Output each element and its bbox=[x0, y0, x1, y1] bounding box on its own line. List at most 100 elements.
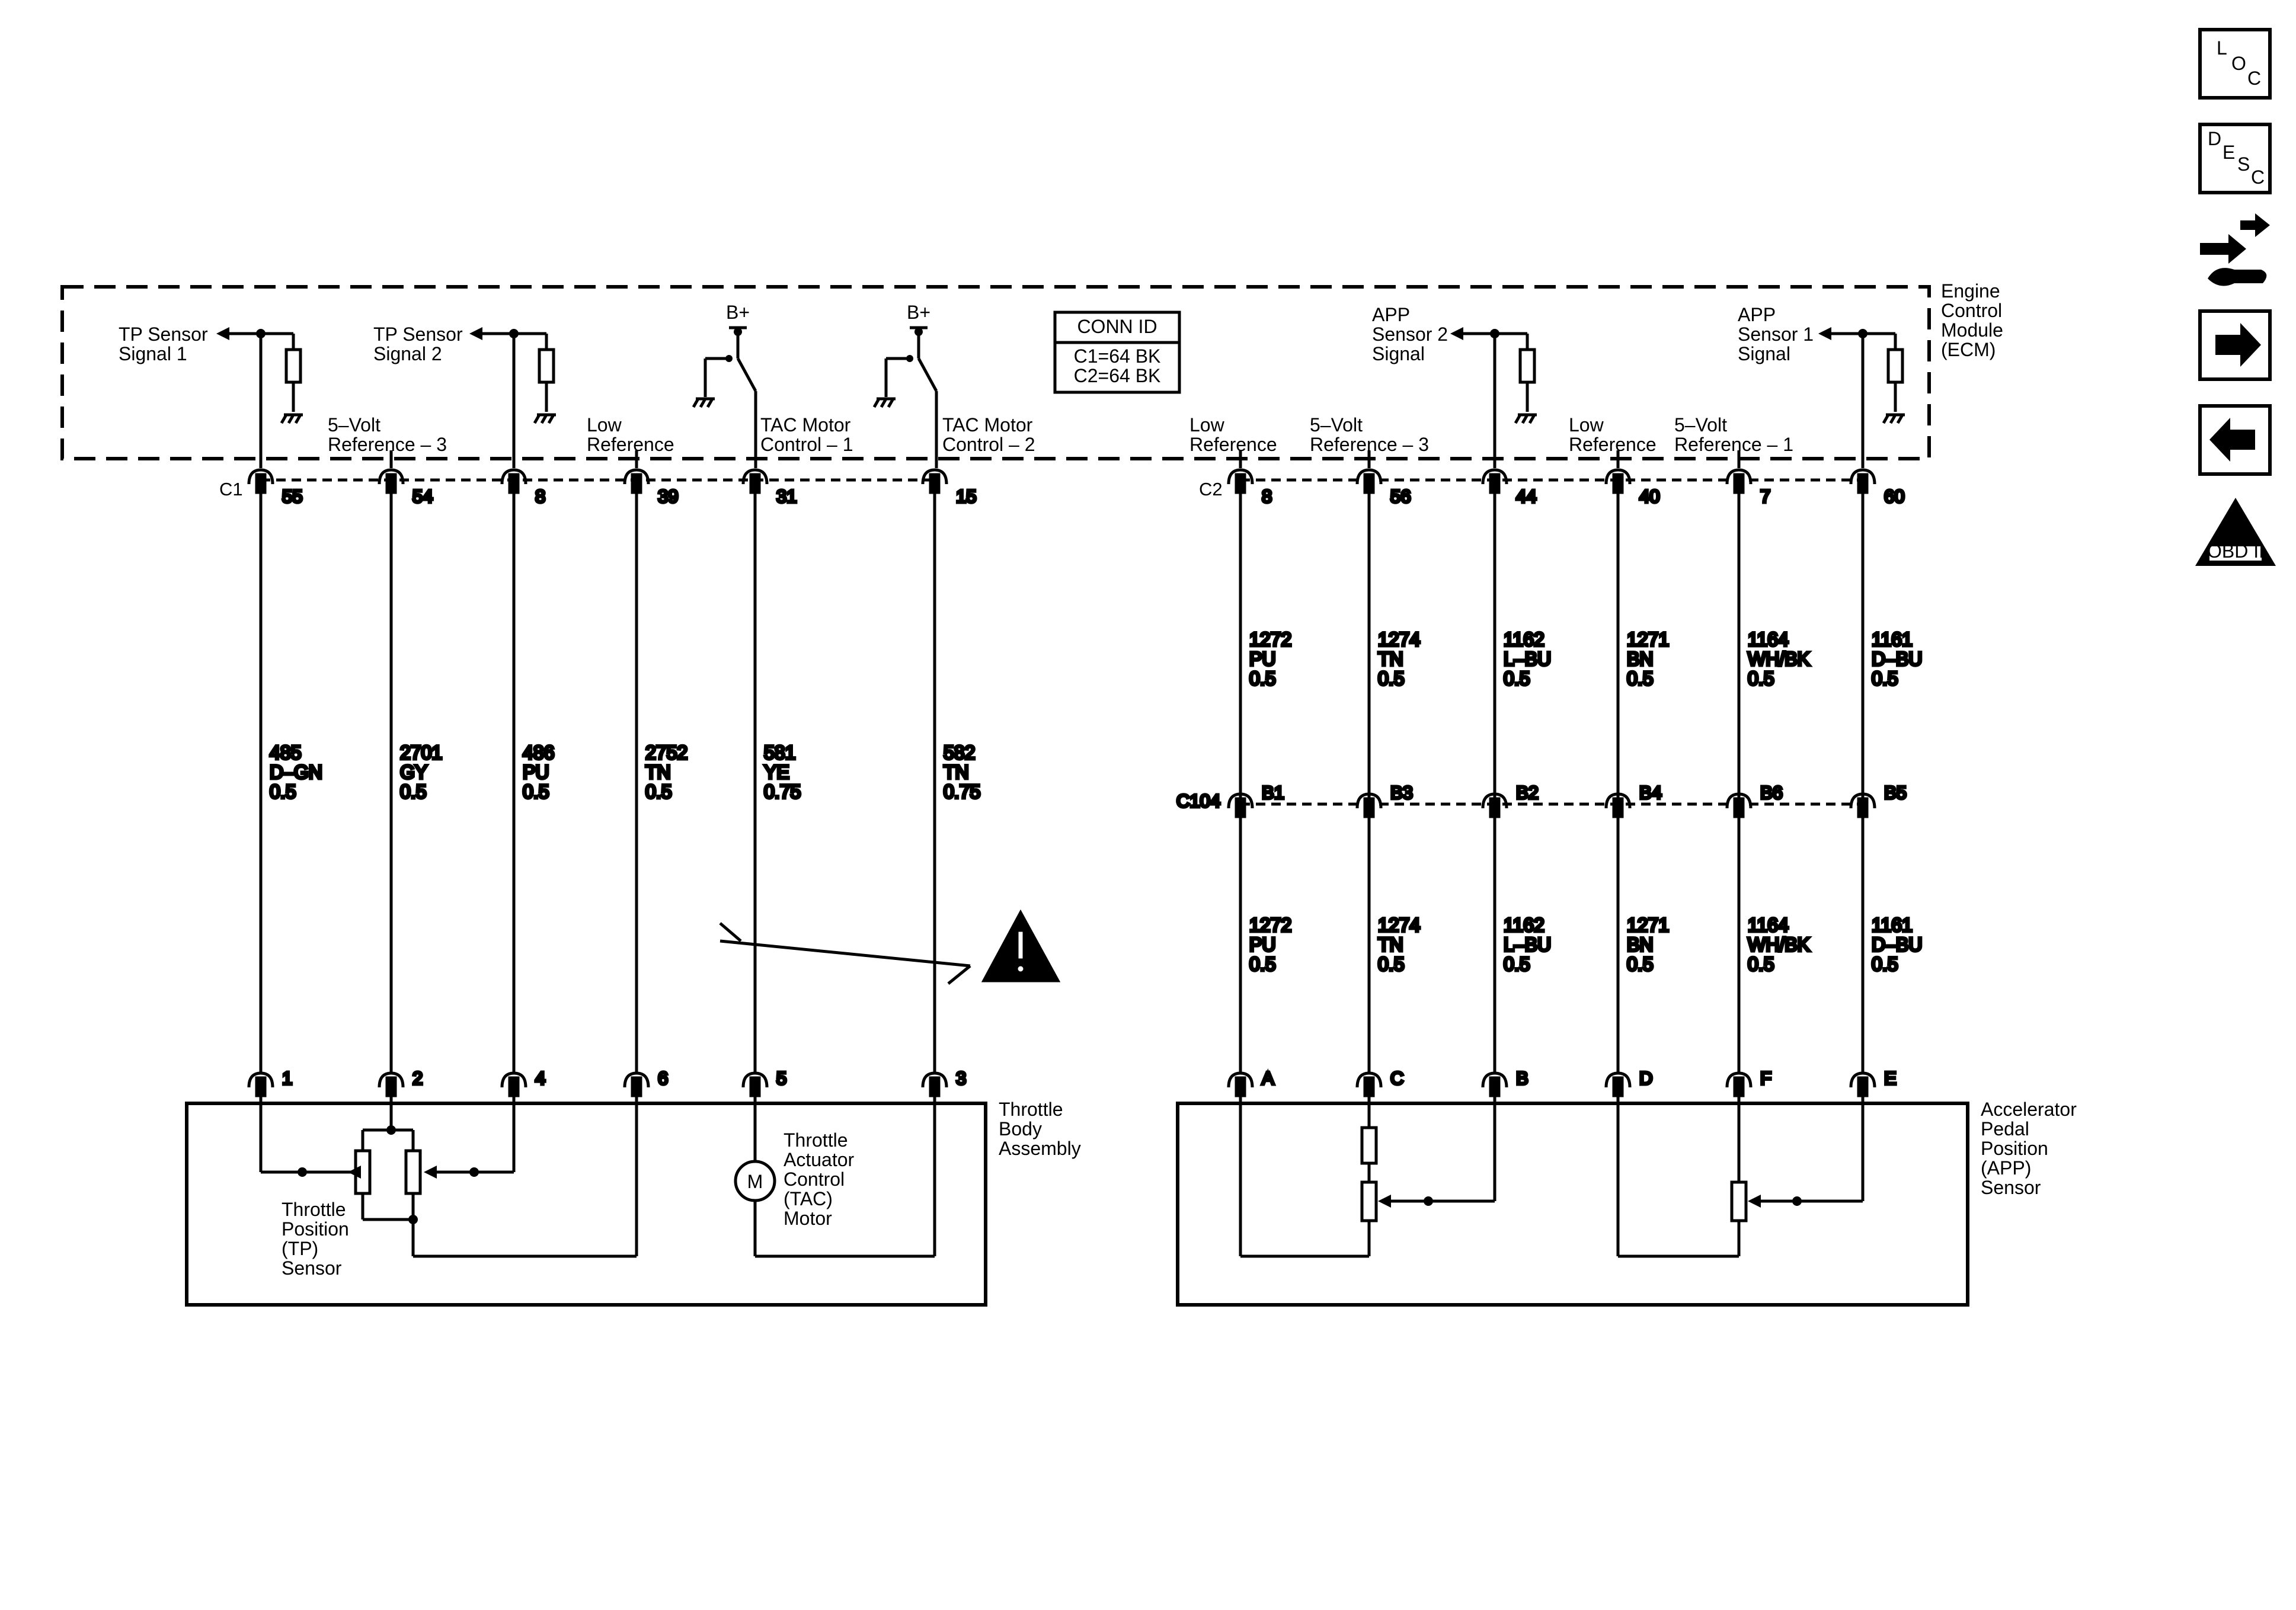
terminal-arc bbox=[1849, 1071, 1876, 1088]
throttle-body-frame bbox=[185, 1102, 987, 1307]
signal-arrow-icon bbox=[1818, 327, 1831, 340]
junction-dot bbox=[469, 1167, 479, 1177]
caution-icon bbox=[981, 909, 1061, 982]
terminal-arc bbox=[378, 1071, 405, 1088]
terminal-arc bbox=[500, 468, 527, 485]
bplus-label: B+ bbox=[907, 302, 930, 323]
component-pin-number: 1 bbox=[282, 1068, 292, 1089]
app-series-resistor bbox=[1360, 1126, 1378, 1165]
twist-tick bbox=[719, 922, 742, 942]
c2-label: C2 bbox=[1199, 479, 1223, 500]
terminal-arc bbox=[1604, 468, 1632, 485]
component-pin-number: 3 bbox=[956, 1068, 966, 1089]
motor-symbol: M bbox=[747, 1171, 763, 1192]
ground-hatch bbox=[540, 414, 548, 424]
ground-hatch bbox=[287, 414, 295, 424]
wrench-shape bbox=[2208, 268, 2267, 286]
c104-pin-number: B4 bbox=[1639, 782, 1662, 803]
bplus-dot bbox=[734, 328, 742, 336]
junction-dot bbox=[1424, 1196, 1433, 1206]
ground-icon bbox=[872, 397, 896, 408]
caution-dot bbox=[1015, 963, 1027, 975]
terminal-arc bbox=[921, 468, 948, 485]
terminal-pin bbox=[1612, 473, 1624, 494]
ground-hatch bbox=[880, 398, 888, 408]
terminal-arc bbox=[1355, 468, 1383, 485]
terminal-arc bbox=[247, 1071, 274, 1088]
ecm-pin-number: 55 bbox=[282, 486, 302, 507]
double-arrow-shape bbox=[2200, 234, 2246, 264]
previous-page-button[interactable] bbox=[2198, 404, 2272, 476]
terminal-arc bbox=[1355, 1071, 1383, 1088]
terminal-arc bbox=[378, 468, 405, 485]
ground-hatch bbox=[1896, 414, 1904, 424]
ground-hatch bbox=[547, 414, 555, 424]
ground-hatch bbox=[280, 414, 288, 424]
ground-hatch bbox=[294, 414, 302, 424]
pullup-resistor bbox=[284, 348, 302, 384]
conn-id-header: CONN ID bbox=[1077, 316, 1157, 337]
ecm-pin-number: 8 bbox=[1262, 486, 1272, 507]
component-pin-number: C bbox=[1390, 1068, 1403, 1089]
loc-button[interactable]: LOC bbox=[2198, 28, 2272, 100]
terminal-pin bbox=[1489, 473, 1501, 494]
terminal-pin bbox=[508, 473, 520, 494]
terminal-arc bbox=[921, 1071, 948, 1088]
component-pin-number: 6 bbox=[658, 1068, 668, 1089]
prev-arrow-icon bbox=[2209, 418, 2255, 462]
ecm-pin-number: 39 bbox=[658, 486, 678, 507]
component-pin-number: D bbox=[1639, 1068, 1652, 1089]
ground-hatch bbox=[699, 398, 707, 408]
terminal-pin bbox=[929, 473, 941, 494]
switch-contact-dot bbox=[906, 355, 913, 362]
obd-label-bg bbox=[2209, 546, 2262, 561]
tp-sensor bbox=[259, 1090, 638, 1258]
obd-label: OBD II bbox=[2207, 540, 2264, 562]
terminal-pin bbox=[1733, 473, 1745, 494]
c1-label: C1 bbox=[219, 479, 243, 500]
ground-hatch bbox=[887, 398, 895, 408]
next-page-button[interactable] bbox=[2198, 309, 2272, 381]
app-potentiometer-2 bbox=[1360, 1180, 1378, 1222]
ground-hatch bbox=[533, 414, 541, 424]
ecm-boundary bbox=[60, 285, 1931, 460]
tp-potentiometer-2 bbox=[404, 1149, 422, 1195]
wiper-arrow-icon bbox=[424, 1166, 437, 1179]
switch-blade bbox=[736, 357, 757, 392]
terminal-pin bbox=[631, 473, 642, 494]
schematic-icon[interactable] bbox=[2200, 213, 2270, 286]
signal-arrow-icon bbox=[216, 327, 229, 340]
terminal-pin bbox=[255, 473, 267, 494]
ground-icon bbox=[280, 413, 303, 424]
app-sensor-frame bbox=[1176, 1102, 1969, 1307]
ecm-pin-number: 40 bbox=[1639, 486, 1659, 507]
